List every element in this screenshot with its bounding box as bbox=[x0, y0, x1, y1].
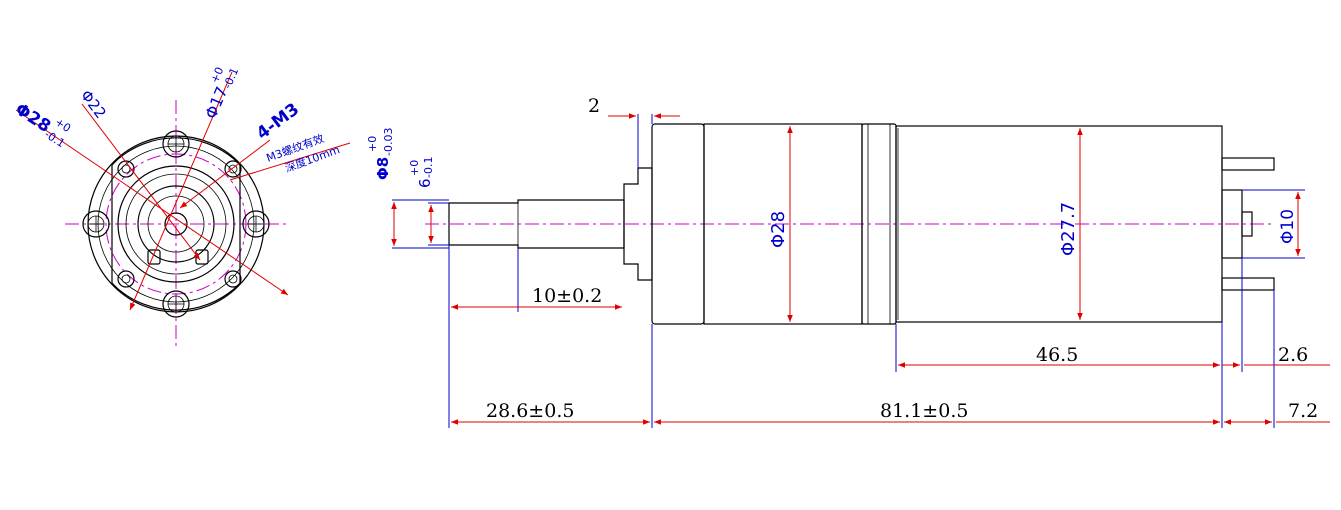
d22-leader bbox=[81, 103, 201, 261]
d17-tol-upper: +0 bbox=[208, 65, 226, 85]
dim-81-1-text: 81.1±0.5 bbox=[880, 400, 968, 422]
dim-d10-text: Φ10 bbox=[1278, 209, 1298, 244]
m3-hole-ur bbox=[224, 160, 242, 178]
side-6-label: 6 +0 -0.1 bbox=[408, 157, 435, 188]
d28-leader bbox=[15, 109, 289, 296]
front-flange-outline bbox=[111, 137, 241, 311]
dim-7-2-text: 7.2 bbox=[1288, 400, 1318, 422]
flat6-tol-lower: -0.1 bbox=[422, 157, 435, 178]
side-d28-label: Φ28 bbox=[768, 211, 789, 248]
front-d17-label: Φ17 +0 -0.1 bbox=[201, 65, 241, 122]
pilot-circle bbox=[137, 185, 215, 263]
dim-46-5-text: 46.5 bbox=[1036, 344, 1078, 366]
front-d28-label: Φ28 +0 -0.1 bbox=[11, 99, 73, 150]
mount-hole-right bbox=[242, 210, 270, 238]
rear-shaft bbox=[1241, 211, 1253, 237]
mount-hole-left bbox=[82, 210, 110, 238]
flat6-text: 6 bbox=[416, 178, 434, 188]
m3-leader bbox=[179, 139, 271, 209]
d17-text: Φ17 bbox=[201, 84, 231, 122]
mount-hole-bottom bbox=[162, 290, 190, 318]
mount-hole-top bbox=[162, 130, 190, 158]
boss-circle bbox=[125, 173, 227, 275]
dim-2-text: 2 bbox=[588, 95, 600, 117]
front-m3-label: 4-M3 bbox=[253, 99, 303, 144]
d17-leader bbox=[129, 71, 233, 311]
pin-left bbox=[147, 249, 161, 265]
m3-note-leader bbox=[229, 142, 351, 181]
side-d8-label: Φ8 +0 -0.03 bbox=[366, 128, 395, 180]
shaft-circle bbox=[147, 195, 205, 253]
terminal-top bbox=[1221, 157, 1275, 171]
d8-tol-lower: -0.03 bbox=[382, 128, 395, 156]
m3-hole-ll bbox=[117, 270, 135, 288]
terminal-bottom bbox=[1221, 277, 1275, 291]
dim-10-text: 10±0.2 bbox=[532, 285, 602, 307]
flat6-tol-upper: +0 bbox=[408, 160, 421, 176]
dim-d27-7-text: Φ27.7 bbox=[1058, 202, 1079, 256]
front-view: Φ28 +0 -0.1 Φ22 Φ17 +0 -0.1 4-M3 M3螺纹有效 … bbox=[11, 65, 351, 348]
d8-text: Φ8 bbox=[374, 157, 392, 180]
m3-text: 4-M3 bbox=[253, 99, 303, 144]
dim-d28-text: Φ28 bbox=[768, 211, 789, 248]
m3-hole-ul bbox=[117, 160, 135, 178]
shaft-core bbox=[164, 212, 188, 236]
gearbox-circle bbox=[117, 165, 235, 283]
side-d27-7-label: Φ27.7 bbox=[1058, 202, 1079, 256]
side-d10-label: Φ10 bbox=[1278, 209, 1298, 244]
dim-2-6-text: 2.6 bbox=[1278, 344, 1308, 366]
dim-28-6-text: 28.6±0.5 bbox=[486, 400, 574, 422]
side-view: Φ8 +0 -0.03 6 +0 -0.1 2 Φ28 Φ27.7 Φ10 10… bbox=[366, 95, 1330, 428]
m3-hole-lr bbox=[224, 270, 242, 288]
bolt-circle bbox=[105, 153, 247, 295]
d8-tol-upper: +0 bbox=[366, 136, 379, 152]
